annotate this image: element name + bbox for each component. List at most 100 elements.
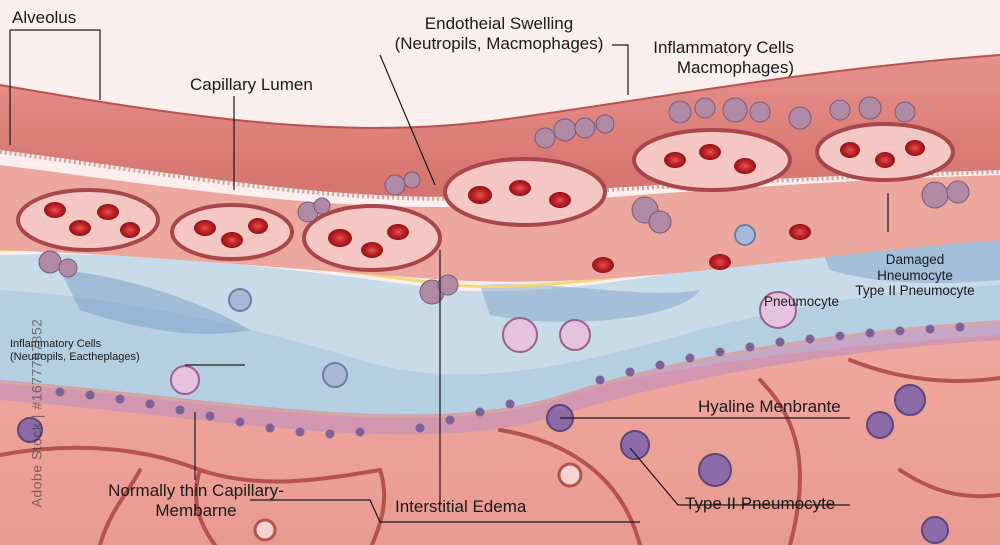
nucleus (355, 427, 365, 437)
inflammatory-cell (595, 114, 615, 134)
label-alveolus: Alveolus (12, 8, 77, 27)
capillary-branch (498, 428, 642, 545)
nucleus (625, 367, 635, 377)
type2-pneumocyte (921, 516, 949, 544)
inflammatory-cell (749, 101, 771, 123)
capillary (632, 128, 792, 192)
red-blood-cell (97, 204, 119, 220)
label-line: Membarne (155, 500, 237, 520)
red-blood-cell (69, 220, 91, 236)
label-hyaline-membrane: Hyaline Menbrante (698, 397, 841, 416)
nucleus (115, 394, 125, 404)
capillary-branch (898, 468, 1000, 499)
type2-pneumocyte (894, 384, 926, 416)
nucleus (325, 429, 335, 439)
label-line: Inflammatory Cells (10, 338, 102, 350)
capillary-branch (848, 358, 1000, 383)
nucleus (595, 375, 605, 385)
leader-inflammatory (612, 44, 629, 95)
label-line: Macmophages) (676, 57, 794, 77)
red-blood-cell (468, 186, 492, 204)
capillary-branch (370, 468, 387, 545)
edema-pool (480, 284, 700, 322)
nucleus (295, 427, 305, 437)
membrane-nuclei (55, 322, 965, 439)
red-blood-cell (664, 152, 686, 168)
red-blood-cell (194, 220, 216, 236)
lumen-rings (253, 462, 583, 542)
type2-pneumocyte (698, 453, 732, 487)
red-blood-cell (221, 232, 243, 248)
inflammatory-cell (437, 274, 459, 296)
red-blood-cell (509, 180, 531, 196)
nucleus (715, 347, 725, 357)
inflammatory-clusters (38, 96, 970, 305)
alveolar-tissue (0, 320, 1000, 545)
inflammatory-cell (722, 97, 748, 123)
inflammatory-cell (921, 181, 949, 209)
type2-pneumocyte (620, 430, 650, 460)
red-blood-cell (248, 218, 268, 234)
pneumocyte-cell (559, 319, 591, 351)
leader-lines (9, 29, 889, 523)
label-pneumocyte: Pneumocyte (764, 294, 840, 309)
nucleus (865, 328, 875, 338)
red-blood-cells (44, 140, 925, 273)
inflammatory-cell (574, 117, 596, 139)
inflammatory-cell (788, 106, 812, 130)
nucleus (265, 423, 275, 433)
red-blood-cell (789, 224, 811, 240)
nucleus (925, 324, 935, 334)
nucleus (445, 415, 455, 425)
edema-deep (0, 285, 1000, 415)
nucleus (685, 353, 695, 363)
alveolar-wall-edge (0, 54, 1000, 129)
pneumocytes (17, 224, 949, 544)
label-line: Hneumocyte (877, 267, 953, 283)
inflammatory-cell (694, 97, 716, 119)
nucleus (505, 399, 515, 409)
red-blood-cell (875, 152, 895, 168)
nucleus (655, 360, 665, 370)
inflammatory-cell (384, 174, 406, 196)
pneumocyte-cell (170, 365, 200, 395)
label-inflammatory-cells: Inflammatory Cells Macmophages) (636, 38, 794, 77)
nucleus (175, 405, 185, 415)
inflammatory-cell (58, 258, 78, 278)
leader-endothelial (379, 54, 436, 186)
nucleus (475, 407, 485, 417)
inflammatory-cell (894, 101, 916, 123)
edema-pool (60, 270, 250, 334)
nucleus (235, 417, 245, 427)
nucleus (895, 326, 905, 336)
inflammatory-cell (38, 250, 62, 274)
type2-pneumocyte (866, 411, 894, 439)
label-left-inflammatory-cells: Inflammatory Cells (Neutropils, Eacthepl… (10, 338, 185, 363)
edema-cell (734, 224, 756, 246)
label-line: Type II Pneumocyte (855, 283, 975, 299)
watermark: Adobe Stock | #1677767852 (28, 318, 45, 508)
inflammatory-cell (858, 96, 882, 120)
red-blood-cell (361, 242, 383, 258)
red-blood-cell (699, 144, 721, 160)
red-blood-cell (734, 158, 756, 174)
nucleus (745, 342, 755, 352)
nucleus (85, 390, 95, 400)
label-damaged-pneumocyte: Damaged Hneumocyte Type II Pneumocyte (840, 252, 990, 299)
label-normally-thin-membrane: Normally thin Capillary- Membarne (96, 481, 296, 520)
lumen-ring (557, 462, 583, 488)
label-line: Endotheial Swelling (424, 14, 574, 33)
red-blood-cell (120, 222, 140, 238)
inflammatory-cell (403, 171, 421, 189)
red-blood-cell (44, 202, 66, 218)
nucleus (55, 387, 65, 397)
red-blood-cell (840, 142, 860, 158)
nucleus (205, 411, 215, 421)
red-blood-cell (328, 229, 352, 247)
inflammatory-cell (553, 118, 577, 142)
inflammatory-cell (648, 210, 672, 234)
nucleus (145, 399, 155, 409)
red-blood-cell (709, 254, 731, 270)
